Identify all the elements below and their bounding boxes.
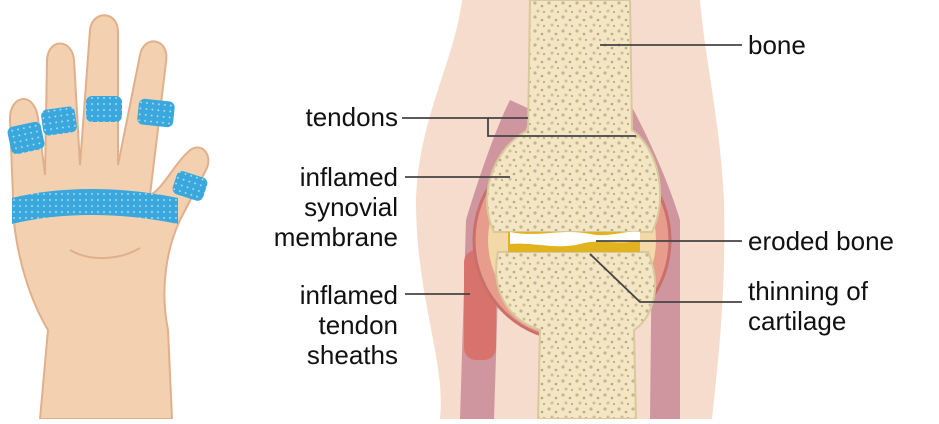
label-sheaths-line-3: sheaths (236, 340, 398, 370)
label-sheaths-line-2: tendon (236, 310, 398, 340)
label-tendons: tendons (276, 102, 398, 132)
label-cartilage-line-2: cartilage (748, 306, 868, 336)
label-sheaths-line-1: inflamed (236, 280, 398, 310)
label-eroded-bone: eroded bone (748, 226, 894, 256)
finger-band-middle (86, 96, 122, 122)
label-synovial-line-1: inflamed (236, 162, 398, 192)
label-synovial-line-3: membrane (236, 222, 398, 252)
label-cartilage-line-1: thinning of (748, 276, 868, 306)
finger-band-ring (40, 106, 77, 136)
label-synovial-membrane: inflamed synovial membrane (236, 162, 398, 252)
label-bone: bone (748, 30, 806, 60)
joint-illustration (416, 0, 724, 419)
label-tendon-sheaths: inflamed tendon sheaths (236, 280, 398, 370)
label-synovial-line-2: synovial (236, 192, 398, 222)
label-thinning-cartilage: thinning of cartilage (748, 276, 868, 336)
finger-band-index (137, 98, 176, 128)
hand-illustration (6, 15, 208, 419)
